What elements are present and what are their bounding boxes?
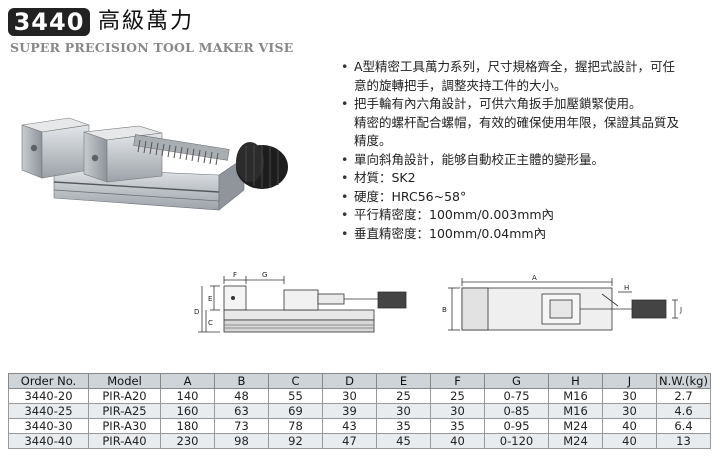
feature-item: 單向斜角設計，能够自動校正主體的變形量。	[338, 151, 710, 170]
table-row: 3440-20 PIR-A20 140 48 55 30 25 25 0-75 …	[8, 388, 711, 404]
side-view-diagram: F G E C D	[194, 271, 407, 333]
table-cell: 45	[376, 433, 431, 449]
dim-label-a: A	[532, 274, 537, 282]
table-cell: 35	[376, 418, 431, 434]
table-cell: 0-120	[484, 433, 549, 449]
table-cell: 30	[602, 403, 657, 419]
table-cell: M16	[548, 403, 603, 419]
feature-item: 意的旋轉把手，調整夾持工件的大小。	[354, 77, 567, 93]
table-cell: 35	[430, 418, 485, 434]
table-cell: 30	[602, 388, 657, 404]
table-cell: M24	[548, 418, 603, 434]
column-header: A	[160, 373, 215, 389]
table-cell: 160	[160, 403, 215, 419]
table-cell: 230	[160, 433, 215, 449]
table-cell: 78	[268, 418, 323, 434]
dim-label-e: E	[208, 295, 212, 303]
table-cell: 92	[268, 433, 323, 449]
table-cell: 180	[160, 418, 215, 434]
dim-label-c: C	[208, 319, 213, 327]
table-cell: 30	[430, 403, 485, 419]
table-cell: 13	[656, 433, 711, 449]
feature-list: A型精密工具萬力系列，尺寸規格齊全，握把式設計，可任 意的旋轉把手，調整夾持工件…	[338, 58, 710, 243]
table-cell: 4.6	[656, 403, 711, 419]
column-header: B	[214, 373, 269, 389]
column-header: N.W.(kg)	[656, 373, 711, 389]
column-header: E	[376, 373, 431, 389]
table-row: 3440-25 PIR-A25 160 63 69 39 30 30 0-85 …	[8, 403, 711, 419]
table-cell: 98	[214, 433, 269, 449]
table-cell: 30	[376, 403, 431, 419]
table-cell: 63	[214, 403, 269, 419]
table-cell: 25	[430, 388, 485, 404]
table-cell: PIR-A20	[88, 388, 161, 404]
table-cell: 3440-20	[8, 388, 89, 404]
table-cell: 73	[214, 418, 269, 434]
dim-label-j: J	[679, 306, 682, 314]
table-cell: 25	[376, 388, 431, 404]
table-row: 3440-30 PIR-A30 180 73 78 43 35 35 0-95 …	[8, 418, 711, 434]
table-cell: 48	[214, 388, 269, 404]
table-cell: 55	[268, 388, 323, 404]
product-title: 高級萬力	[98, 9, 195, 34]
table-cell: 43	[322, 418, 377, 434]
column-header: F	[430, 373, 485, 389]
table-cell: 40	[602, 418, 657, 434]
table-cell: 0-85	[484, 403, 549, 419]
table-cell: 30	[322, 388, 377, 404]
table-cell: 140	[160, 388, 215, 404]
column-header: C	[268, 373, 323, 389]
table-cell: 39	[322, 403, 377, 419]
table-cell: 69	[268, 403, 323, 419]
column-header: G	[484, 373, 549, 389]
table-cell: PIR-A30	[88, 418, 161, 434]
table-cell: 47	[322, 433, 377, 449]
feature-item: 硬度：HRC56~58°	[338, 188, 710, 207]
dim-label-f: F	[233, 271, 237, 279]
feature-item: 平行精密度：100mm/0.003mm內	[338, 206, 710, 225]
top-view-diagram: A B H J	[442, 274, 682, 331]
feature-item: 精度。	[354, 133, 392, 148]
table-cell: M16	[548, 388, 603, 404]
table-cell: 3440-40	[8, 433, 89, 449]
feature-item: 垂直精密度：100mm/0.04mm內	[338, 225, 710, 244]
product-subtitle: SUPER PRECISION TOOL MAKER VISE	[10, 40, 294, 55]
table-cell: 40	[430, 433, 485, 449]
table-cell: M24	[548, 433, 603, 449]
column-header: Order No.	[8, 373, 89, 389]
table-cell: PIR-A40	[88, 433, 161, 449]
table-cell: 2.7	[656, 388, 711, 404]
table-row: 3440-40 PIR-A40 230 98 92 47 45 40 0-120…	[8, 433, 711, 449]
column-header: D	[322, 373, 377, 389]
table-cell: 3440-30	[8, 418, 89, 434]
table-cell: 3440-25	[8, 403, 89, 419]
table-cell: 0-75	[484, 388, 549, 404]
column-header: J	[602, 373, 657, 389]
column-header: H	[548, 373, 603, 389]
model-badge: 3440	[8, 8, 90, 36]
spec-table: Order No. Model A B C D E F G H J N.W.(k…	[8, 373, 711, 449]
dim-label-g: G	[262, 271, 267, 279]
column-header: Model	[88, 373, 161, 389]
table-cell: 6.4	[656, 418, 711, 434]
vise-photo	[21, 117, 288, 211]
table-cell: 0-95	[484, 418, 549, 434]
table-cell: PIR-A25	[88, 403, 161, 419]
feature-item: 把手輪有內六角設計，可供六角扳手加壓鎖緊使用。	[338, 95, 710, 114]
table-cell: 40	[602, 433, 657, 449]
table-header-row: Order No. Model A B C D E F G H J N.W.(k…	[8, 373, 711, 389]
feature-item: 材質：SK2	[338, 169, 710, 188]
dim-label-d: D	[194, 308, 199, 316]
dim-label-h: H	[624, 284, 629, 292]
feature-item: A型精密工具萬力系列，尺寸規格齊全，握把式設計，可任	[338, 58, 710, 77]
feature-item: 精密的螺杆配合螺帽，有效的確保使用年限，保證其品質及	[354, 114, 680, 130]
dim-label-b: B	[442, 306, 447, 314]
